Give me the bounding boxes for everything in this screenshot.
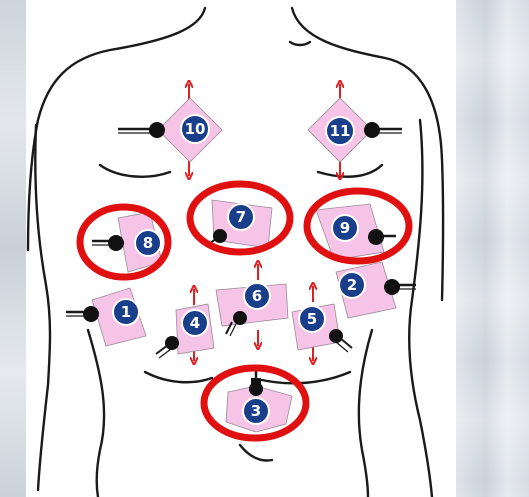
collar-left	[290, 42, 310, 45]
right-chest-line	[318, 165, 382, 177]
pad-1-connector	[83, 306, 99, 322]
left-arm-line	[35, 125, 50, 490]
left-waist-line	[88, 330, 104, 497]
pad-4-connector	[165, 336, 179, 350]
pad-6-connector	[233, 311, 247, 325]
pad-8-connector	[108, 235, 124, 251]
electrode-pad-1: 1	[66, 288, 146, 346]
pad-1-number: 1	[121, 303, 131, 321]
left-chest-line	[100, 165, 170, 177]
pad-3-connector	[249, 382, 263, 396]
pad-8-number: 8	[143, 234, 153, 252]
pad-7-number: 7	[236, 208, 246, 226]
electrode-pad-8: 8	[92, 212, 162, 272]
pad-5-number: 5	[307, 310, 317, 328]
pad-10-number: 10	[185, 120, 206, 138]
pad-9-number: 9	[340, 219, 350, 237]
right-shoulder-line	[292, 8, 443, 300]
electrode-pad-6: 6	[216, 283, 288, 336]
electrode-pad-4: 4	[156, 304, 214, 358]
groin-line	[240, 445, 272, 460]
pad-2-number: 2	[347, 276, 357, 294]
pad-3-number: 3	[251, 402, 261, 420]
pad-5-connector	[329, 329, 343, 343]
pad-4-number: 4	[190, 314, 200, 332]
pad-2-connector	[384, 279, 400, 295]
electrode-pad-3: 3	[226, 368, 292, 432]
electrode-pad-5: 5	[292, 304, 352, 352]
navel-line	[145, 372, 212, 382]
electrode-pad-11: 11	[308, 98, 402, 162]
electrode-pad-10: 10	[118, 98, 222, 162]
pad-11-connector	[364, 122, 380, 138]
electrode-pad-7: 7	[207, 200, 272, 248]
electrode-pad-2: 2	[336, 262, 416, 318]
electrode-pads: 10 11 7	[66, 98, 416, 432]
pad-9-connector	[368, 229, 384, 245]
right-waist-line	[359, 330, 372, 497]
pad-11-number: 11	[330, 122, 351, 140]
right-arm-line	[409, 120, 432, 497]
pad-7-connector	[213, 229, 227, 243]
pad-10-connector	[149, 122, 165, 138]
pad-6-number: 6	[252, 287, 262, 305]
